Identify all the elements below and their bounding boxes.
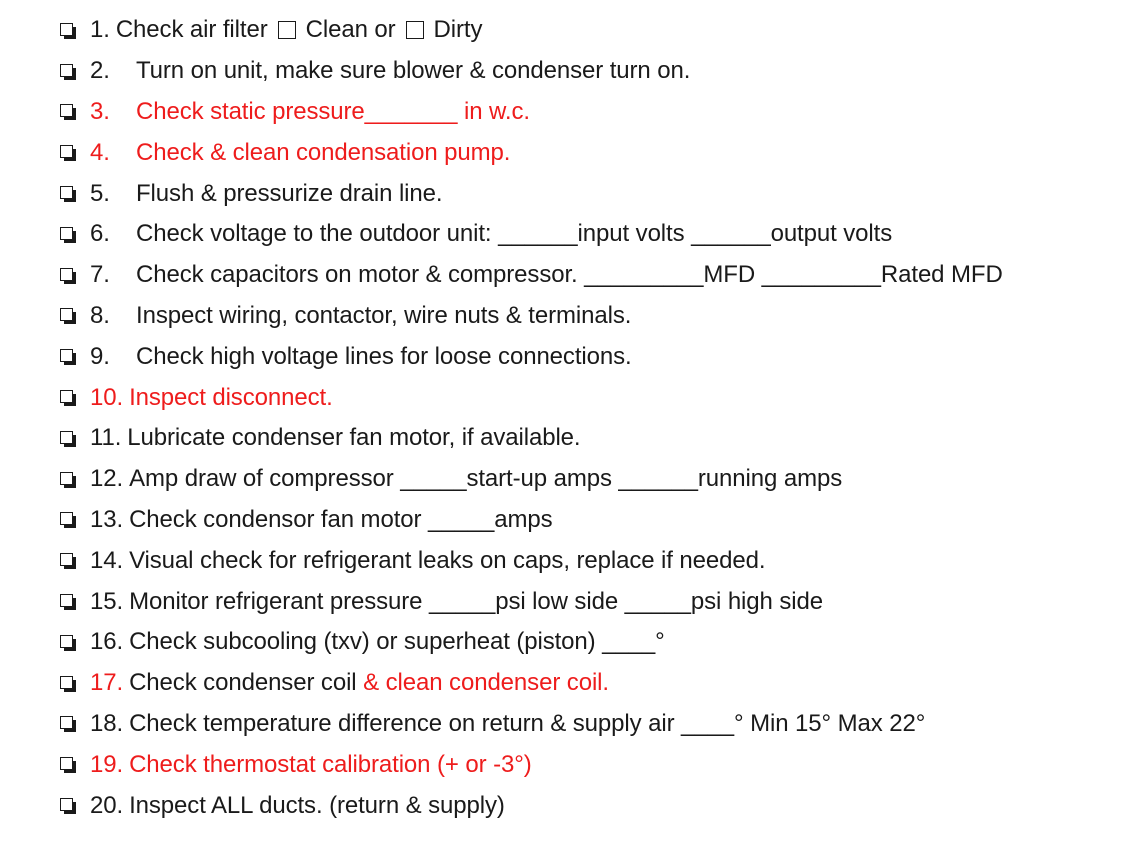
checklist-item-12: 12. Amp draw of compressor _____start-up… — [60, 459, 1128, 500]
checkbox-icon[interactable] — [60, 553, 76, 570]
checkbox-icon[interactable] — [60, 390, 76, 407]
checklist-item-7: 7. Check capacitors on motor & compresso… — [60, 255, 1128, 296]
item-text: Check thermostat calibration (+ or -3°) — [129, 750, 532, 778]
checkbox-icon[interactable] — [60, 104, 76, 121]
checklist-item-1: 1. Check air filter Clean or Dirty — [60, 10, 1128, 51]
checklist-item-16: 16. Check subcooling (txv) or superheat … — [60, 622, 1128, 663]
item-text: Amp draw of compressor _____start-up amp… — [129, 465, 843, 493]
item-number: 13. — [90, 505, 124, 533]
item-number: 8. — [90, 301, 110, 329]
checklist-item-19: 19. Check thermostat calibration (+ or -… — [60, 744, 1128, 785]
item-number: 20. — [90, 791, 124, 819]
checkbox-icon[interactable] — [60, 757, 76, 774]
checkbox-icon[interactable] — [60, 512, 76, 529]
checklist-item-6: 6. Check voltage to the outdoor unit: __… — [60, 214, 1128, 255]
item-text: Flush & pressurize drain line. — [136, 179, 443, 207]
checkbox-icon[interactable] — [60, 267, 76, 284]
item-number: 4. — [90, 138, 110, 166]
item-text: Check static pressure_______ in w.c. — [136, 97, 530, 125]
checkbox-icon[interactable] — [60, 471, 76, 488]
checklist-item-3: 3. Check static pressure_______ in w.c. — [60, 92, 1128, 133]
checkbox-icon[interactable] — [60, 349, 76, 366]
checkbox-icon[interactable] — [60, 308, 76, 325]
checkbox-icon[interactable] — [60, 186, 76, 203]
checkbox-icon[interactable] — [60, 430, 76, 447]
checklist-item-4: 4. Check & clean condensation pump. — [60, 132, 1128, 173]
item-text: Check & clean condensation pump. — [136, 138, 511, 166]
item-number: 18. — [90, 709, 124, 737]
checkbox-icon[interactable] — [60, 716, 76, 733]
item-text: Check voltage to the outdoor unit: _____… — [136, 220, 893, 248]
checklist-item-17: 17. Check condenser coil & clean condens… — [60, 663, 1128, 704]
checklist-item-9: 9. Check high voltage lines for loose co… — [60, 336, 1128, 377]
checklist-item-13: 13. Check condensor fan motor _____amps — [60, 500, 1128, 541]
item-text: Check high voltage lines for loose conne… — [136, 342, 632, 370]
item-text: Turn on unit, make sure blower & condens… — [136, 57, 691, 85]
checklist-item-15: 15. Monitor refrigerant pressure _____ps… — [60, 581, 1128, 622]
item-number: 14. — [90, 546, 124, 574]
checkbox-icon[interactable] — [60, 63, 76, 80]
dirty-label: Dirty — [433, 16, 483, 44]
item-text: Check air filter — [115, 16, 268, 44]
item-text: Inspect ALL ducts. (return & supply) — [129, 791, 505, 819]
checklist-item-11: 11. Lubricate condenser fan motor, if av… — [60, 418, 1128, 459]
checklist-item-18: 18. Check temperature difference on retu… — [60, 704, 1128, 745]
checklist-item-2: 2. Turn on unit, make sure blower & cond… — [60, 51, 1128, 92]
item-number: 11. — [90, 424, 122, 452]
item-number: 1. — [90, 16, 110, 44]
checkbox-icon[interactable] — [60, 634, 76, 651]
item-text: Lubricate condenser fan motor, if availa… — [127, 424, 581, 452]
item-text: Check condenser coil — [129, 669, 357, 697]
checklist-item-5: 5. Flush & pressurize drain line. — [60, 173, 1128, 214]
item-number: 10. — [90, 383, 124, 411]
item-number: 7. — [90, 261, 110, 289]
item-text-highlight: & clean condenser coil. — [363, 669, 609, 697]
item-text: Check subcooling (txv) or superheat (pis… — [129, 628, 665, 656]
checkbox-icon[interactable] — [60, 145, 76, 162]
item-text: Inspect disconnect. — [129, 383, 333, 411]
checkbox-icon[interactable] — [60, 594, 76, 611]
clean-checkbox[interactable] — [277, 21, 296, 40]
clean-label: Clean or — [305, 16, 396, 44]
item-text: Check condensor fan motor _____amps — [129, 505, 553, 533]
item-number: 3. — [90, 97, 110, 125]
checklist: 1. Check air filter Clean or Dirty 2. Tu… — [60, 10, 1128, 826]
item-number: 16. — [90, 628, 124, 656]
item-number: 19. — [90, 750, 124, 778]
checklist-item-20: 20. Inspect ALL ducts. (return & supply) — [60, 785, 1128, 826]
item-text: Monitor refrigerant pressure _____psi lo… — [129, 587, 823, 615]
item-text: Check temperature difference on return &… — [129, 709, 926, 737]
item-number: 9. — [90, 342, 110, 370]
checkbox-icon[interactable] — [60, 675, 76, 692]
item-number: 5. — [90, 179, 110, 207]
checkbox-icon[interactable] — [60, 22, 76, 39]
checklist-item-10: 10. Inspect disconnect. — [60, 377, 1128, 418]
checkbox-icon[interactable] — [60, 798, 76, 815]
dirty-checkbox[interactable] — [405, 21, 424, 40]
item-text: Inspect wiring, contactor, wire nuts & t… — [136, 301, 632, 329]
checkbox-icon[interactable] — [60, 226, 76, 243]
checklist-item-8: 8. Inspect wiring, contactor, wire nuts … — [60, 296, 1128, 337]
item-number: 2. — [90, 57, 110, 85]
item-text: Visual check for refrigerant leaks on ca… — [129, 546, 766, 574]
checklist-item-14: 14. Visual check for refrigerant leaks o… — [60, 540, 1128, 581]
item-number: 6. — [90, 220, 110, 248]
item-number: 15. — [90, 587, 124, 615]
item-number: 17. — [90, 669, 124, 697]
item-text: Check capacitors on motor & compressor. … — [136, 261, 1003, 289]
item-number: 12. — [90, 465, 124, 493]
